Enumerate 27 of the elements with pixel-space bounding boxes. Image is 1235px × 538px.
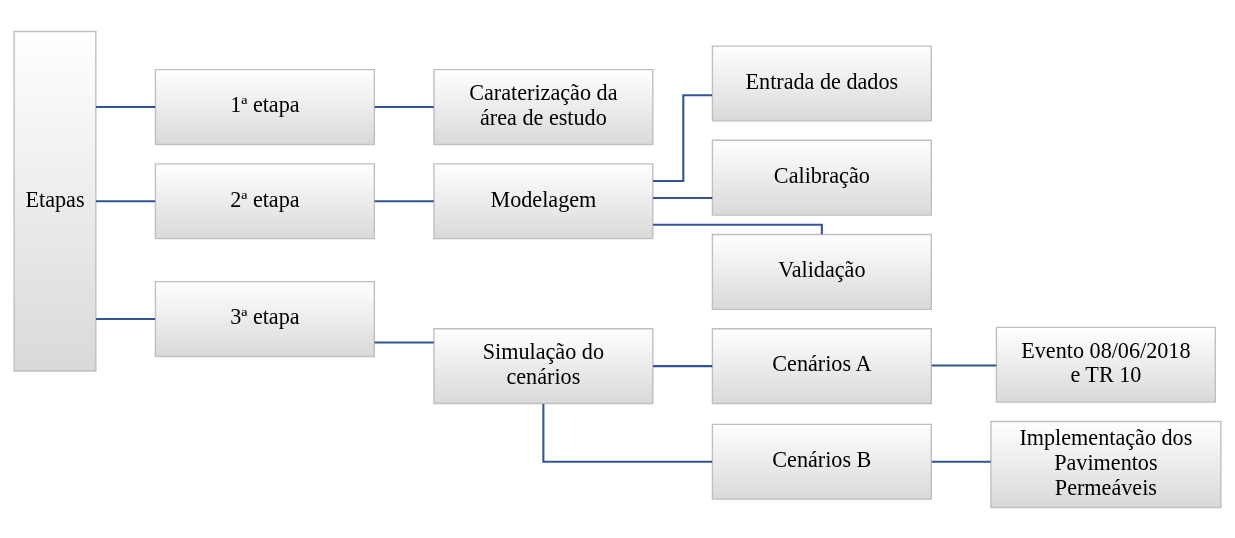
node-box: 2ª etapa	[154, 162, 376, 239]
connector	[95, 199, 156, 202]
node-box: 3ª etapa	[154, 280, 376, 357]
node-box: Entrada de dados	[711, 44, 932, 122]
connector	[652, 93, 712, 182]
connector	[931, 363, 997, 366]
node-box: Cenários A	[711, 327, 932, 404]
connector	[542, 403, 713, 463]
node-box: Validação	[711, 233, 932, 310]
node-box: Simulação do cenários	[433, 327, 654, 404]
node-box: Implementação dos Pavimentos Permeáveis	[990, 420, 1222, 508]
node-box: Cenários B	[711, 423, 932, 500]
connector	[95, 105, 156, 108]
connector	[931, 460, 991, 463]
node-box: Modelagem	[433, 162, 654, 239]
connector	[95, 317, 156, 320]
connector	[653, 223, 823, 234]
node-box: Caraterização da área de estudo	[433, 68, 654, 145]
node-box: Etapas	[13, 30, 97, 372]
connector	[374, 341, 434, 344]
node-box: 1ª etapa	[154, 68, 376, 145]
connector	[374, 105, 434, 108]
connector	[653, 364, 713, 367]
node-box: Calibração	[711, 139, 932, 216]
node-box: Evento 08/06/2018 e TR 10	[995, 326, 1217, 403]
connector	[653, 196, 713, 199]
connector	[374, 199, 434, 202]
